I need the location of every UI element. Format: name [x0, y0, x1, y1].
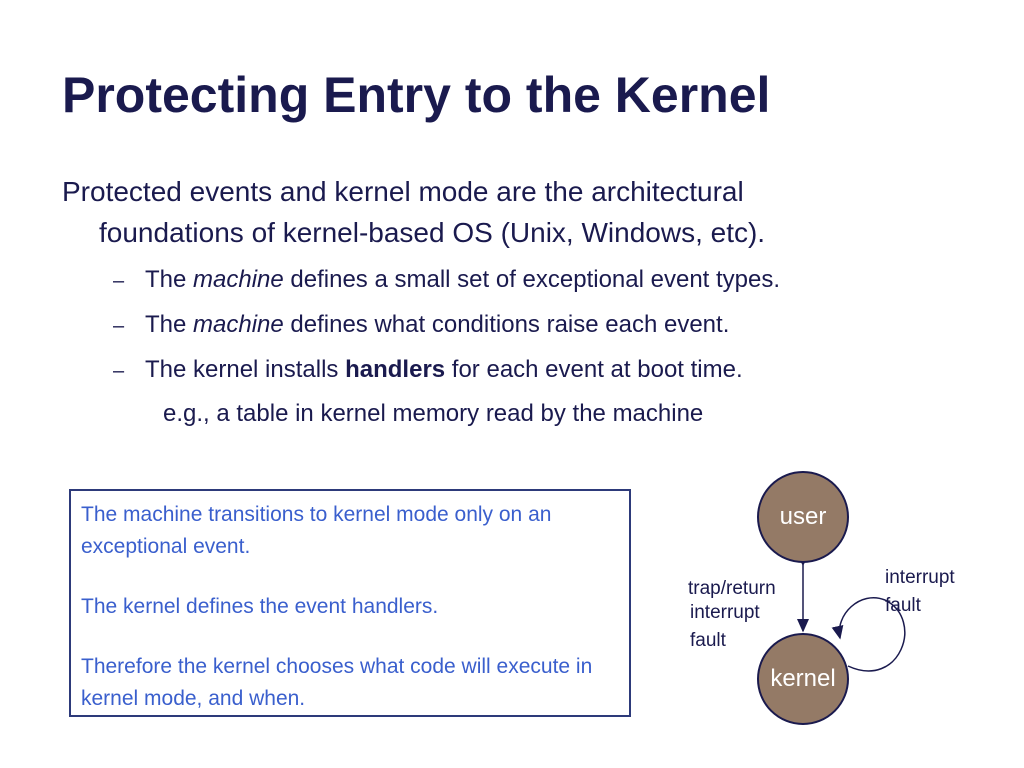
callout-paragraph-2: The kernel defines the event handlers.	[81, 595, 439, 618]
edge-label-interrupt: interrupt	[690, 602, 760, 623]
bullet-text-pre: The	[145, 266, 194, 293]
bullet-text-post: for each event at boot time.	[445, 356, 743, 383]
slide-title: Protecting Entry to the Kernel	[62, 67, 771, 123]
bullet-emphasis: machine	[193, 311, 284, 338]
callout-paragraph-3: Therefore the kernel chooses what code w…	[81, 655, 593, 710]
bullet-emphasis: machine	[193, 266, 284, 293]
bullet-item: –The machine defines a small set of exce…	[113, 266, 780, 294]
loop-label-interrupt: interrupt	[885, 567, 955, 588]
callout-paragraph-1: The machine transitions to kernel mode o…	[81, 503, 552, 558]
bullet-item: –The machine defines what conditions rai…	[113, 311, 729, 339]
bullet-dash: –	[113, 270, 125, 292]
bullet-item: –The kernel installs handlers for each e…	[113, 356, 743, 384]
bullet-strong: handlers	[345, 356, 446, 383]
intro-line-2: foundations of kernel-based OS (Unix, Wi…	[99, 217, 766, 248]
edge-label-trap-return: trap/return	[688, 578, 776, 599]
kernel-mode-node: kernel	[757, 633, 849, 725]
loop-label-fault: fault	[885, 595, 921, 616]
user-mode-node: user	[757, 471, 849, 563]
intro-line-1: Protected events and kernel mode are the…	[62, 176, 744, 207]
edge-label-fault: fault	[690, 630, 726, 651]
intro-paragraph: Protected events and kernel mode are the…	[62, 171, 962, 253]
bullet-text-post: defines a small set of exceptional event…	[283, 266, 781, 293]
callout-box: The machine transitions to kernel mode o…	[69, 489, 631, 717]
bullet-dash: –	[113, 315, 125, 337]
kernel-node-label: kernel	[770, 665, 836, 692]
bullet-text-pre: The	[145, 311, 194, 338]
bullet-dash: –	[113, 360, 125, 382]
user-node-label: user	[779, 503, 827, 530]
bullet-text-post: defines what conditions raise each event…	[283, 311, 730, 338]
bullet-text-pre: The kernel installs	[145, 356, 346, 383]
sub-note: e.g., a table in kernel memory read by t…	[163, 400, 704, 427]
